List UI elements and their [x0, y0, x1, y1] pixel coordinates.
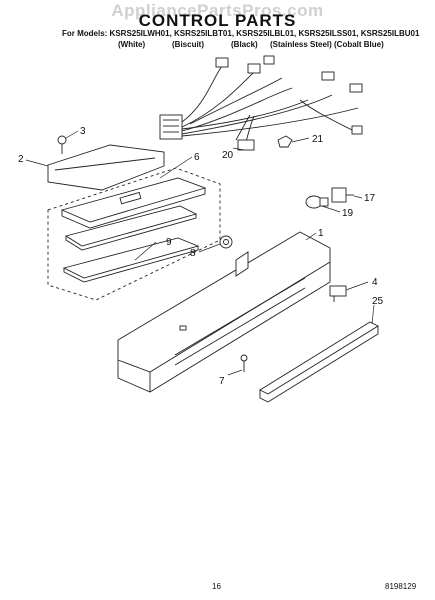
page-number: 16: [212, 582, 221, 591]
page-title: CONTROL PARTS: [138, 11, 297, 30]
callout-21: 21: [312, 134, 324, 145]
callout-9: 9: [166, 237, 172, 248]
callout-25: 25: [372, 296, 384, 307]
switch-part-4: [329, 285, 347, 302]
leader-lines: [25, 130, 375, 376]
callout-20: 20: [222, 150, 234, 161]
document-number: 8198129: [385, 582, 417, 591]
watermark: AppliancePartsPros.com: [111, 1, 324, 20]
callout-19: 19: [342, 208, 354, 219]
cover-plate-part-2: [47, 144, 165, 191]
color-stainless: (Stainless Steel): [270, 40, 332, 49]
models-line: For Models: KSRS25ILWH01, KSRS25ILBT01, …: [62, 29, 420, 38]
callout-3: 3: [80, 126, 86, 137]
callout-1: 1: [318, 228, 324, 239]
callout-17: 17: [364, 193, 376, 204]
trim-strip-part-25: [259, 321, 379, 403]
callout-numbers: 3 2 6 20 21 17 19 9 8 1 4 25 7: [18, 126, 384, 387]
color-cobalt: (Cobalt Blue): [334, 40, 384, 49]
color-biscuit: (Biscuit): [172, 40, 204, 49]
callout-6: 6: [194, 152, 200, 163]
callout-4: 4: [372, 277, 378, 288]
board-group-box: [47, 167, 221, 301]
keypad-board: [64, 205, 198, 251]
clip-part-21: [277, 135, 293, 148]
control-housing-part-1: [117, 231, 331, 393]
callout-2: 2: [18, 154, 24, 165]
control-board-part-6: [60, 177, 207, 229]
callout-7: 7: [219, 376, 225, 387]
screw-part-7: [240, 354, 248, 372]
lamp-socket-part-17: [331, 187, 354, 203]
color-white: (White): [118, 40, 146, 49]
color-black: (Black): [231, 40, 258, 49]
grommet-part-8: [219, 235, 233, 249]
callout-8: 8: [190, 248, 196, 259]
wire-harness-part-20: [159, 55, 363, 151]
lower-board-part-9: [62, 237, 200, 283]
bulb-part-19: [305, 195, 329, 209]
screw-part-3: [57, 135, 67, 154]
